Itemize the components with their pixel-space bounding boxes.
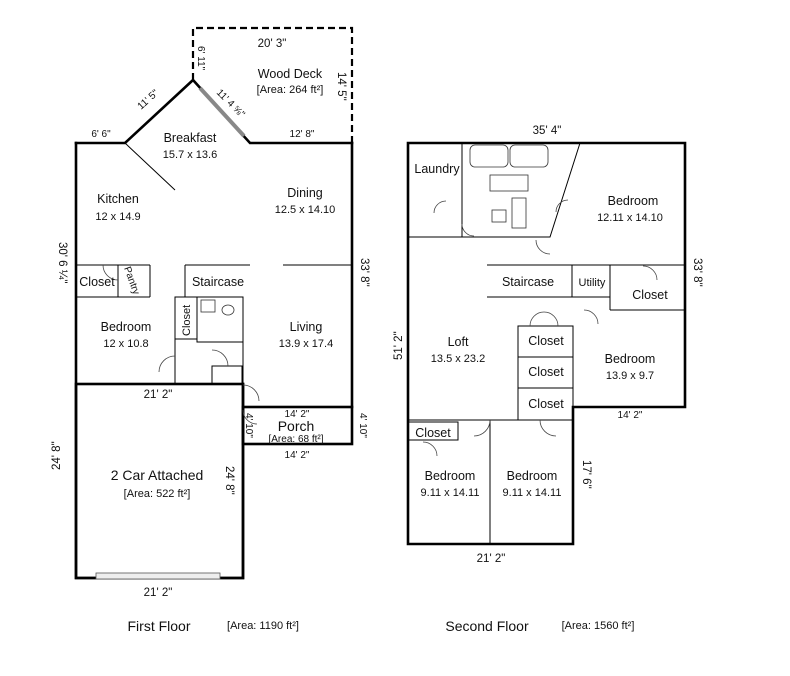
sf-bedroom-ne-size: 12.11 x 14.10 bbox=[597, 212, 663, 224]
sf-bottom-dim: 21' 2" bbox=[477, 553, 506, 565]
top-left-dim: 6' 6" bbox=[91, 129, 111, 140]
sf-bedroom-s-label: Bedroom bbox=[507, 469, 558, 483]
bay-sliding-door bbox=[198, 86, 246, 138]
sf-top-dim: 35' 4" bbox=[533, 125, 562, 137]
sf-lower-right-dim: 17' 6" bbox=[580, 460, 592, 489]
garage-bottom-dim: 21' 2" bbox=[144, 587, 173, 599]
top-right-dim: 12' 8" bbox=[290, 129, 315, 140]
sf-left-dim: 51' 2" bbox=[393, 331, 405, 360]
second-floor-plan bbox=[406, 141, 687, 546]
door-swing-icon bbox=[102, 264, 119, 281]
sf-mid-right-dim: 14' 2" bbox=[618, 410, 643, 421]
living-size: 13.9 x 17.4 bbox=[279, 338, 333, 350]
ff-closet-label: Closet bbox=[79, 275, 115, 289]
wood-deck-area: [Area: 264 ft²] bbox=[257, 84, 324, 96]
loft-size: 13.5 x 23.2 bbox=[431, 353, 485, 365]
vanity-icon bbox=[489, 174, 529, 192]
kitchen-breakfast-divider bbox=[124, 142, 176, 191]
garage-label: 2 Car Attached bbox=[111, 467, 204, 483]
sf-bedroom-ne-label: Bedroom bbox=[608, 194, 659, 208]
kitchen-label: Kitchen bbox=[97, 192, 139, 206]
first-floor-title: First Floor bbox=[128, 618, 191, 634]
loft-label: Loft bbox=[448, 335, 469, 349]
ff-bath-box bbox=[196, 296, 244, 343]
sf-closet-sw-box bbox=[407, 421, 459, 441]
first-floor-outer-wall bbox=[74, 141, 245, 580]
wood-deck-label: Wood Deck bbox=[258, 67, 323, 81]
ff-left-side-dim: 30' 6 ¼" bbox=[56, 242, 68, 283]
ff-staircase-label: Staircase bbox=[192, 275, 244, 289]
first-floor-area: [Area: 1190 ft²] bbox=[227, 620, 299, 632]
porch-bottom-dim: 14' 2" bbox=[285, 450, 310, 461]
laundry-label: Laundry bbox=[414, 162, 460, 176]
sf-closet-a-label: Closet bbox=[528, 334, 564, 348]
sf-closet-right-label: Closet bbox=[632, 288, 668, 302]
pantry-label: Pantry bbox=[121, 265, 141, 296]
kitchen-size: 12 x 14.9 bbox=[95, 211, 140, 223]
porch-right-dim: 4' 10" bbox=[357, 413, 368, 438]
porch-walls bbox=[241, 405, 354, 446]
sf-closet-c-label: Closet bbox=[528, 397, 564, 411]
deck-left-dim: 6' 11" bbox=[195, 46, 206, 71]
garage-door bbox=[95, 572, 221, 580]
porch-left-dim: 4' 10" bbox=[243, 413, 254, 438]
sf-closet-b-label: Closet bbox=[528, 365, 564, 379]
ff-closet-vertical-label: Closet bbox=[181, 305, 193, 336]
wood-deck-outline bbox=[191, 26, 354, 143]
dining-size: 12.5 x 14.10 bbox=[275, 204, 336, 216]
sf-bedroom-sw-size: 9.11 x 14.11 bbox=[421, 487, 480, 499]
porch-label: Porch bbox=[278, 418, 315, 434]
first-floor-plan bbox=[74, 26, 354, 580]
bathtub-icon bbox=[469, 144, 509, 168]
breakfast-label: Breakfast bbox=[164, 131, 217, 145]
porch-top-dim: 14' 2" bbox=[285, 409, 310, 420]
second-floor-area: [Area: 1560 ft²] bbox=[562, 620, 635, 632]
sf-bedroom-s-size: 9.11 x 14.11 bbox=[503, 487, 562, 499]
sink-icon bbox=[221, 304, 235, 316]
breakfast-bay-wall bbox=[74, 78, 354, 145]
dining-label: Dining bbox=[287, 186, 322, 200]
sf-bedroom-sw-label: Bedroom bbox=[425, 469, 476, 483]
sf-closet-sw-label: Closet bbox=[415, 426, 451, 440]
second-floor-title: Second Floor bbox=[445, 618, 529, 634]
sf-bedroom-mid-size: 13.9 x 9.7 bbox=[606, 370, 654, 382]
utility-label: Utility bbox=[579, 277, 606, 289]
garage-left-dim: 24' 8" bbox=[51, 441, 63, 470]
sf-bedroom-mid-label: Bedroom bbox=[605, 352, 656, 366]
ff-bedroom-size: 12 x 10.8 bbox=[103, 338, 148, 350]
bay-left-dim: 11' 5" bbox=[136, 88, 162, 113]
garage-right-dim: 24' 8" bbox=[223, 466, 235, 495]
ff-right-side-dim: 33' 8" bbox=[358, 258, 370, 287]
garage-top-dim: 21' 2" bbox=[144, 389, 173, 401]
porch-area: [Area: 68 ft²] bbox=[268, 434, 323, 445]
ff-bedroom-label: Bedroom bbox=[101, 320, 152, 334]
deck-width-dim: 20' 3" bbox=[258, 38, 287, 50]
living-label: Living bbox=[290, 320, 323, 334]
deck-depth-dim: 14' 5" bbox=[335, 72, 347, 101]
garage-area: [Area: 522 ft²] bbox=[124, 488, 191, 500]
sf-right-dim: 33' 8" bbox=[691, 258, 703, 287]
breakfast-size: 15.7 x 13.6 bbox=[163, 149, 217, 161]
bay-right-dim: 11' 4 ⅝" bbox=[214, 87, 247, 120]
sf-staircase-label: Staircase bbox=[502, 275, 554, 289]
toilet-icon bbox=[200, 299, 216, 313]
